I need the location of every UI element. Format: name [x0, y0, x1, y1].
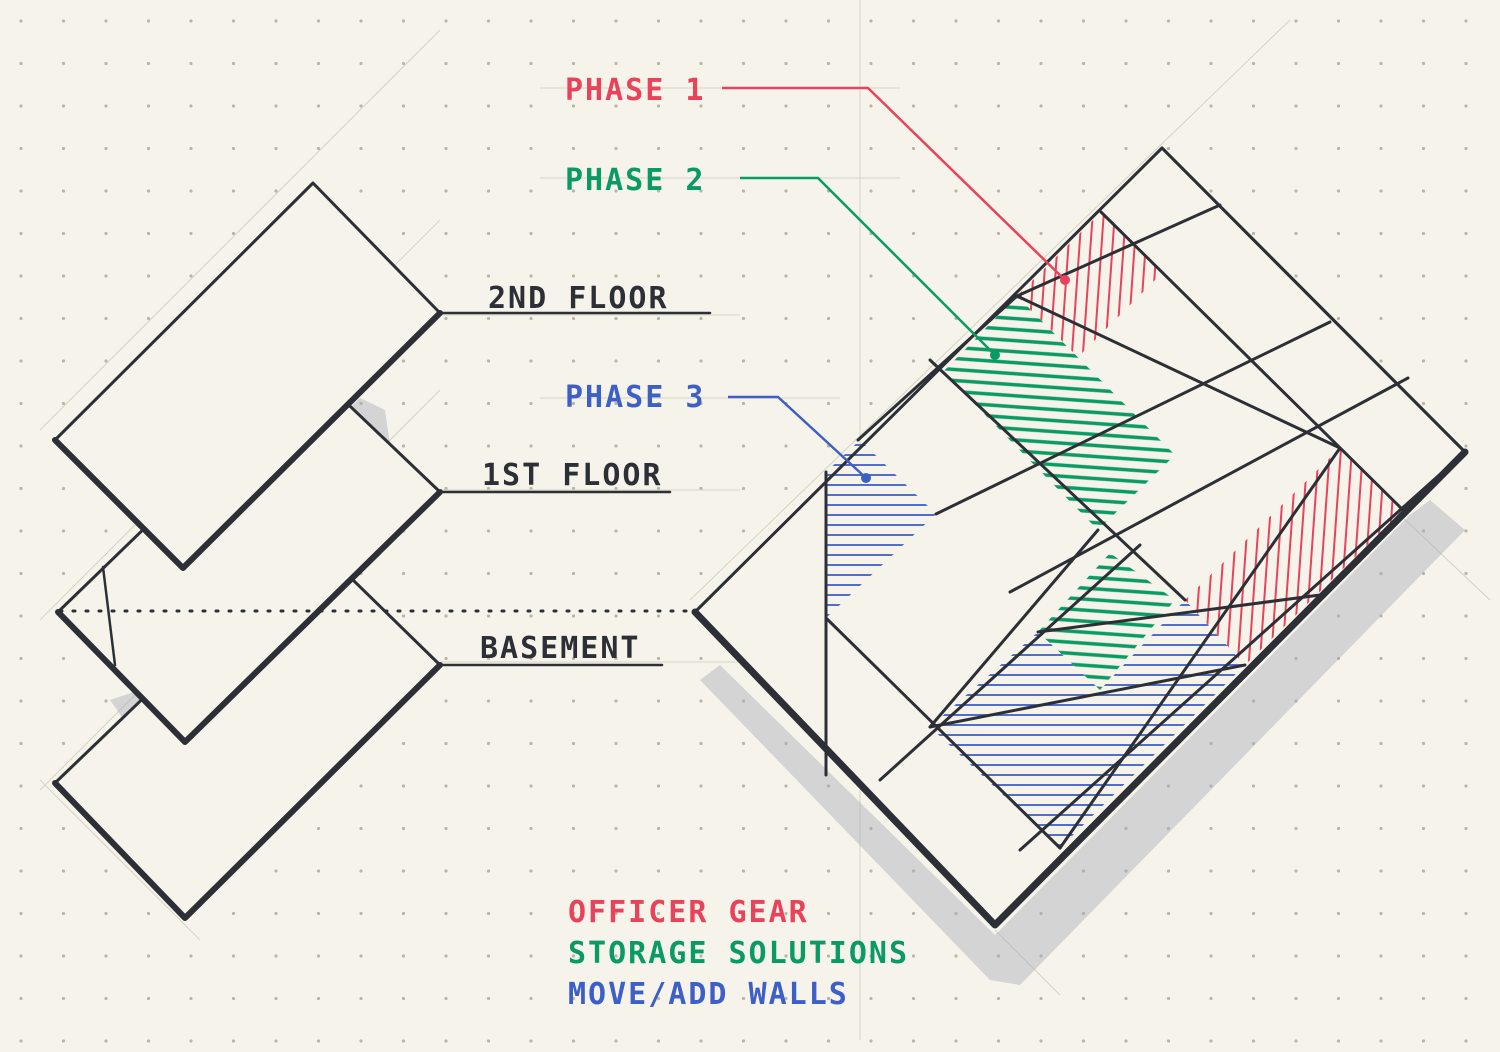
phase3-leader	[728, 395, 867, 479]
phase1-leader	[722, 86, 1066, 281]
stacked-floors-diagram: 2ND FLOOR 1ST FLOOR BASEMENT	[52, 181, 712, 921]
phase3-label: PHASE 3	[565, 380, 705, 415]
plan-shadow	[700, 500, 1465, 985]
plan-outline	[695, 148, 1465, 925]
legend-move-add-walls: MOVE/ADD WALLS	[568, 977, 849, 1012]
first-floor-label: 1ST FLOOR	[482, 458, 663, 493]
second-floor-label: 2ND FLOOR	[488, 281, 669, 316]
phase2-label: PHASE 2	[565, 163, 705, 198]
phase1-label: PHASE 1	[565, 73, 705, 108]
phase1-area-bottom	[1185, 448, 1403, 665]
phase2-leader	[740, 176, 996, 356]
legend: OFFICER GEAR STORAGE SOLUTIONS MOVE/ADD …	[568, 895, 909, 1012]
legend-storage-solutions: STORAGE SOLUTIONS	[568, 936, 909, 971]
phased-floor-plan: PHASE 1 PHASE 2 PHASE 3	[565, 73, 1469, 985]
basement-label: BASEMENT	[480, 631, 641, 666]
phase3-area-left	[826, 440, 936, 618]
second-floor-plate	[52, 181, 443, 571]
phase2-area-top	[943, 296, 1175, 530]
legend-officer-gear: OFFICER GEAR	[568, 895, 809, 930]
